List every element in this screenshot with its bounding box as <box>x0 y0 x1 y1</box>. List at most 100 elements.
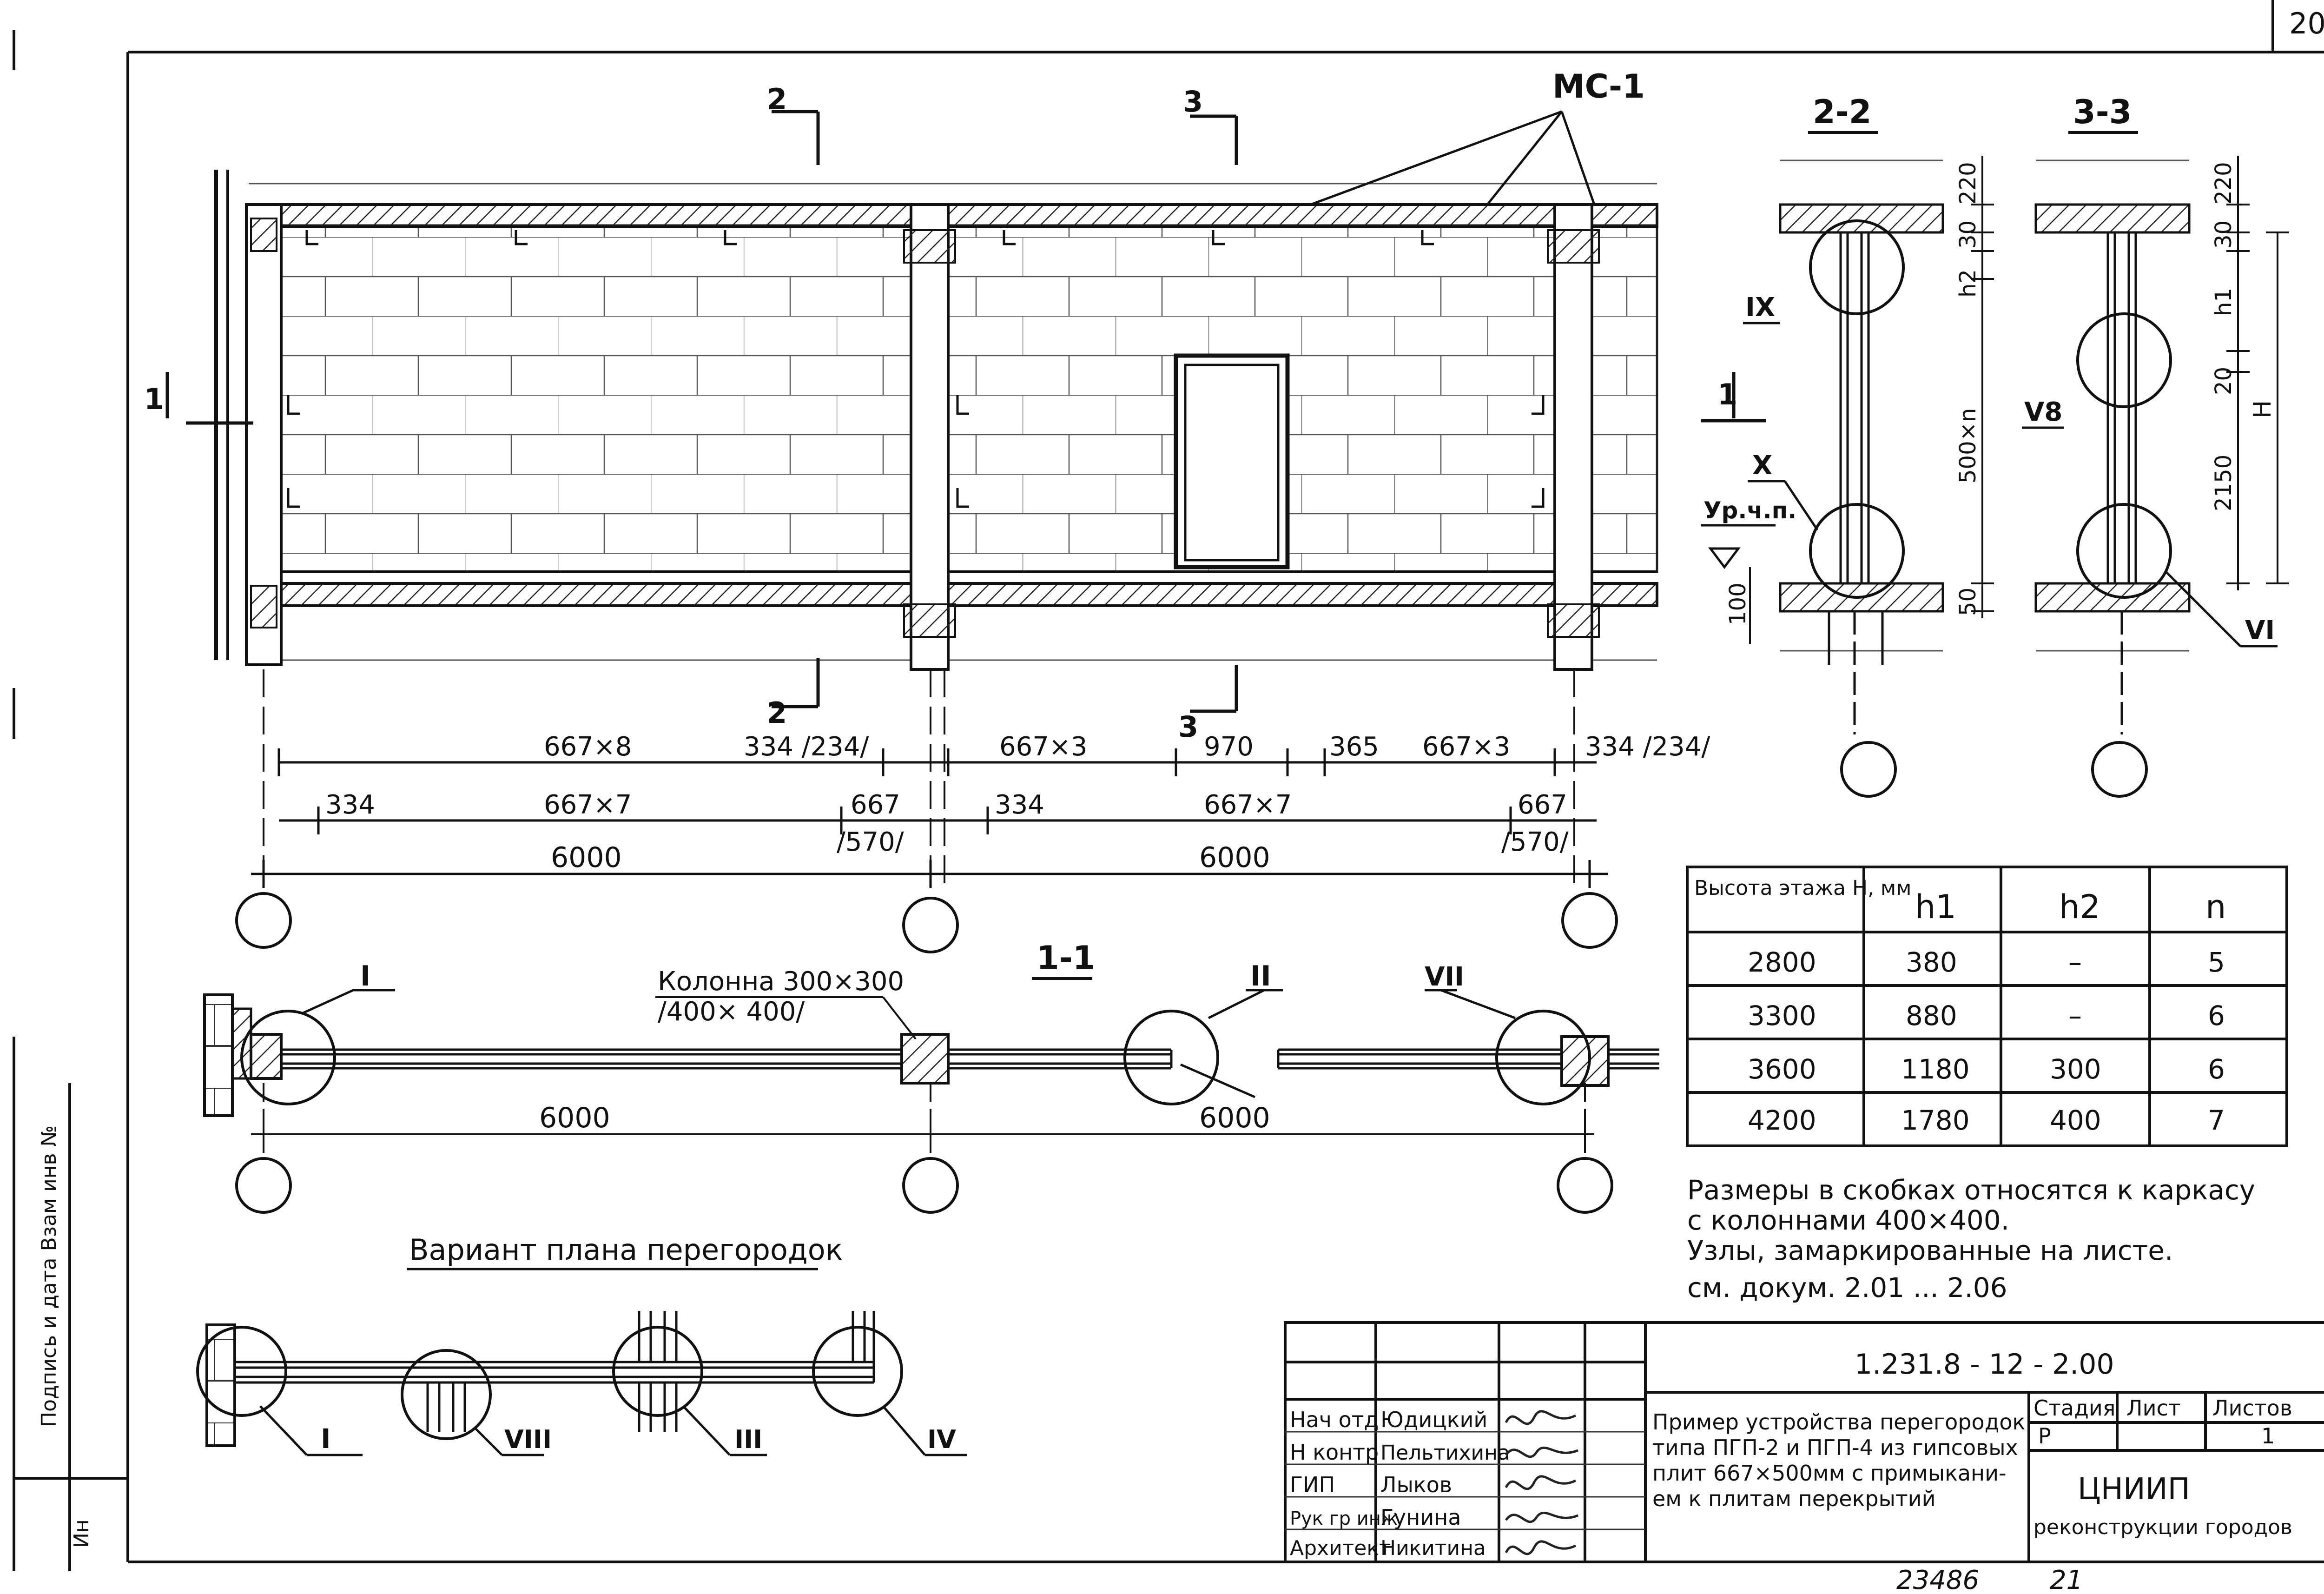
column-middle <box>903 203 956 671</box>
axis-bubbles <box>235 892 1618 953</box>
table-cell: – <box>2068 946 2082 978</box>
cut-marks <box>165 110 1766 713</box>
cut-1-left: 1 <box>144 382 164 416</box>
outer-wall <box>214 170 229 660</box>
table-header-h1: h1 <box>1915 888 1956 926</box>
note-line: Размеры в скобках относятся к каркасу <box>1687 1174 2255 1206</box>
column-label-2: /400× 400/ <box>658 997 805 1027</box>
note-line: Узлы, замаркированные на листе. <box>1687 1235 2173 1266</box>
name: Лыков <box>1380 1472 1452 1497</box>
node-IX-circle <box>1809 219 1905 315</box>
dim-334-234-b: 334 /234/ <box>1585 732 1710 762</box>
height-table: Высота этажа Н, мм h1 h2 n 2800 380 – 5 … <box>1686 866 2288 1147</box>
column-label-1: Колонна 300×300 <box>658 966 904 997</box>
node-V8-label: V8 <box>2024 397 2062 427</box>
table-cell: 6 <box>2208 1053 2225 1085</box>
node-VII-label: VII <box>1425 962 1464 992</box>
variant-title: Вариант плана перегородок <box>409 1233 843 1267</box>
svg-text:Ин: Ин <box>70 1519 93 1548</box>
dim33-20: 20 <box>2211 367 2237 395</box>
name: Никитина <box>1380 1536 1486 1560</box>
name: Юдицкий <box>1380 1407 1487 1432</box>
dim-667x3-a: 667×3 <box>999 732 1087 762</box>
table-cell: 1780 <box>1901 1105 1970 1136</box>
cut-3-bottom: 3 <box>1178 710 1198 744</box>
opt-node-VIII-circle <box>401 1349 492 1440</box>
opt-node-III-circle <box>612 1326 703 1417</box>
dim22-500n: 500×n <box>1955 408 1981 483</box>
cut-2-top: 2 <box>767 82 787 116</box>
node-II-label: II <box>1250 960 1271 992</box>
node-VI-label: VI <box>2245 615 2275 646</box>
table-cell: 3300 <box>1748 1000 1816 1032</box>
level-label: Ур.ч.п. <box>1703 497 1796 524</box>
role: ГИП <box>1290 1472 1335 1497</box>
col-stage: Стадия <box>2034 1396 2115 1421</box>
partition-blocks <box>277 224 1658 573</box>
cut-1-right: 1 <box>1717 377 1737 411</box>
plan-span-right: 6000 <box>1199 1102 1270 1134</box>
table-cell: 5 <box>2208 946 2225 978</box>
table-cell: 300 <box>2050 1053 2101 1085</box>
dim22-220: 220 <box>1955 162 1981 205</box>
column-left <box>245 203 283 666</box>
dim33-h1: h1 <box>2211 288 2237 316</box>
col-sheets: Листов <box>2212 1396 2292 1421</box>
table-cell: 400 <box>2050 1105 2101 1136</box>
span-left: 6000 <box>551 841 622 874</box>
mc1-label: МС-1 <box>1552 67 1645 106</box>
plan-wall <box>203 993 234 1117</box>
dim22-h2: h2 <box>1955 269 1981 298</box>
plan-column-mid <box>900 1033 950 1085</box>
svg-text:Подпись и дата Взам инв №: Подпись и дата Взам инв № <box>37 1125 61 1427</box>
dim33-2150: 2150 <box>2211 455 2237 511</box>
note-line: с колоннами 400×400. <box>1687 1204 2009 1236</box>
cut-3-top: 3 <box>1183 85 1203 119</box>
doc-code: 1.231.8 - 12 - 2.00 <box>1855 1348 2114 1381</box>
opt-node-IV-label: IV <box>927 1425 956 1454</box>
dim-667-a: 667 <box>851 790 900 820</box>
table-header-n: n <box>2205 888 2226 926</box>
plan-1-1: 1-1 I II VII Колонна 30 <box>203 939 1659 1214</box>
dim-570-b: /570/ <box>1501 827 1569 857</box>
span-right: 6000 <box>1199 841 1270 874</box>
plan-axis-bubble-3 <box>1557 1157 1613 1214</box>
table-cell: 1180 <box>1901 1053 1970 1085</box>
col-sheet: Лист <box>2126 1396 2181 1421</box>
mc1-leaders <box>1310 110 1596 206</box>
title-line: плит 667×500мм с примыкани- <box>1652 1461 2007 1486</box>
title-block: 1.231.8 - 12 - 2.00 Нач отд Н контр ГИП … <box>1284 1321 2324 1563</box>
bottom-number-2: 21 <box>2050 1565 2083 1594</box>
table-header-height: Высота этажа Н, мм <box>1694 876 1911 900</box>
opt-node-VIII-label: VIII <box>504 1425 552 1454</box>
opt-node-I-circle <box>196 1326 287 1417</box>
dim-667x3-b: 667×3 <box>1422 732 1510 762</box>
plan-span-left: 6000 <box>539 1102 610 1134</box>
title-line: типа ПГП-2 и ПГП-4 из гипсовых <box>1652 1435 2018 1460</box>
bottom-number-1: 23486 <box>1896 1565 1979 1594</box>
section-1-1-title: 1-1 <box>1037 939 1095 977</box>
node-X-label: X <box>1752 450 1772 481</box>
elevation-view: МС-1 2 3 2 3 1 1 <box>144 67 1766 953</box>
dim-lines <box>251 748 1608 888</box>
plan-column-left <box>250 1033 283 1080</box>
dim-667-b: 667 <box>1518 790 1567 820</box>
table-cell: 7 <box>2208 1105 2225 1136</box>
section-3-3-title: 3-3 <box>2073 93 2132 131</box>
sheets-value: 1 <box>2261 1423 2275 1448</box>
node-I-circle <box>240 1010 336 1105</box>
dim-334-b: 334 <box>995 790 1044 820</box>
table-cell: – <box>2068 1000 2082 1032</box>
dim22-50: 50 <box>1955 588 1981 616</box>
column-right <box>1547 203 1600 671</box>
dim33-220: 220 <box>2211 162 2237 205</box>
variant-plan: Вариант плана перегородок I VIII III <box>196 1233 967 1456</box>
notes: Размеры в скобках относятся к каркасу с … <box>1687 1174 2255 1303</box>
plan-partition-lines <box>281 1048 1659 1070</box>
stage-value: Р <box>2038 1423 2051 1448</box>
table-cell: 2800 <box>1748 946 1816 978</box>
left-margin-marks <box>13 30 128 1571</box>
name: Пельтихина <box>1380 1441 1510 1465</box>
node-V8-circle <box>2076 312 2172 408</box>
